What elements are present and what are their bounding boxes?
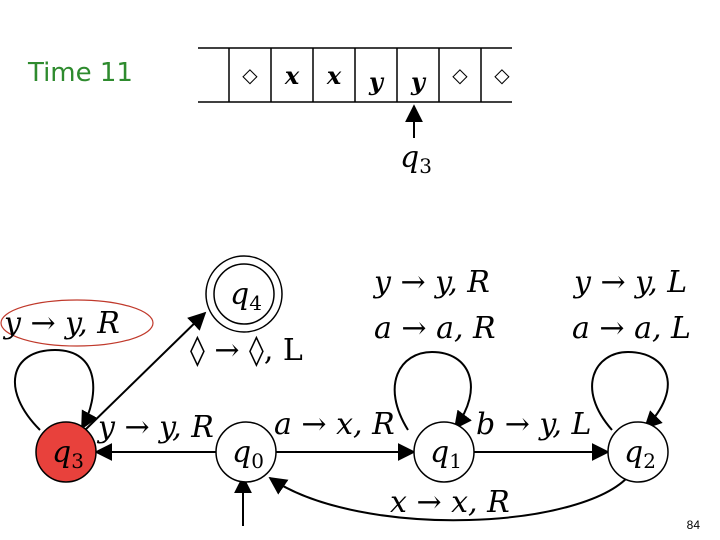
edge-q1-loop [393,350,472,431]
label-q2-q0: x → x, R [390,485,510,520]
state-q1-label: q1 [430,435,462,473]
edge-q3-loop [13,348,98,431]
tape-cell: y [368,67,385,96]
label-q0-q4: ◊ → ◊, L [190,333,303,368]
label-q2-loop-1: y → y, L [572,265,687,300]
state-q4-accepting: q4 [205,255,283,333]
tape-head-state: q3 [400,140,432,178]
tape: ◇ x x y y ◇ ◇ [198,47,512,103]
label-q1-loop-2: a → a, R [374,311,496,346]
label-q1-loop-1: y → y, R [372,265,490,300]
edge-q3-q4 [82,311,207,433]
time-label: Time 11 [28,58,133,88]
tape-cell: y [410,67,427,96]
state-q1-circle [413,421,475,483]
tape-cell: ◇ [494,63,510,87]
state-q4-label: q4 [230,277,262,315]
tape-cell: x [284,61,300,90]
state-q0-label: q0 [232,435,264,473]
edge-q2-q0 [268,471,633,522]
label-q0-q3: y → y, R [96,410,214,445]
tape-cell: x [326,61,342,90]
edge-q2-loop [591,350,669,431]
label-q1-q2: b → y, L [476,407,591,442]
state-q0: q0 [215,421,277,483]
tape-cell: ◇ [452,63,468,87]
state-q3-circle [35,421,97,483]
state-q3-label: q3 [52,435,84,473]
label-q0-q1: a → x, R [274,407,395,442]
state-q2: q2 [607,421,669,483]
tape-cell: ◇ [242,63,258,87]
highlighted-transition-ring [0,299,154,347]
state-q1: q1 [413,421,475,483]
state-q3: q3 [35,421,97,483]
state-q2-circle [607,421,669,483]
page-number: 84 [686,518,700,532]
label-q3-loop: y → y, R [2,306,120,341]
label-q2-loop-2: a → a, L [572,311,691,346]
state-q4-inner-ring [213,263,275,325]
state-q0-circle [215,421,277,483]
state-q2-label: q2 [624,435,656,473]
